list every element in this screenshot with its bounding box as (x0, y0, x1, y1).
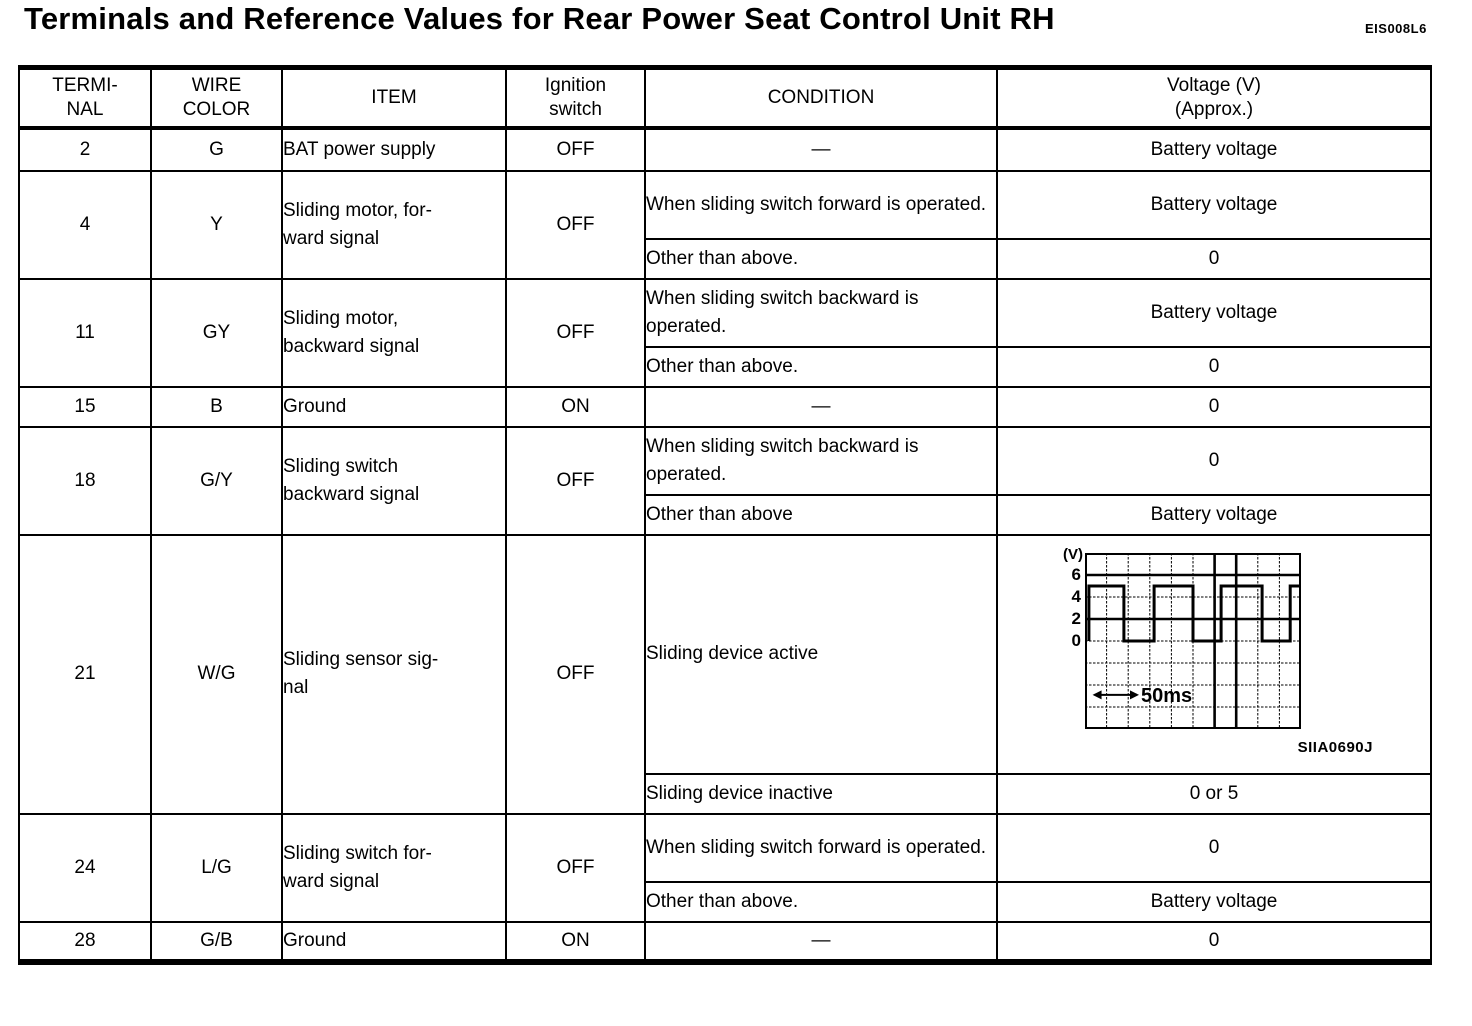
voltage-value: 0 or 5 (996, 772, 1432, 815)
item-label: Ground (281, 385, 507, 428)
header-row: TERMI- NAL WIRE COLOR ITEM Ignition swit… (18, 66, 1432, 130)
table-row: Other than above. Battery voltage (19, 880, 1432, 923)
voltage-value: 0 (996, 237, 1432, 280)
col-header-terminal: TERMI- NAL (18, 66, 152, 130)
wire-color: GY (150, 277, 283, 388)
col-header-voltage: Voltage (V) (Approx.) (996, 66, 1432, 130)
voltage-value: 0 (996, 385, 1432, 428)
table-row: Other than above Battery voltage (19, 493, 1432, 536)
waveform-y-tick: 2 (1071, 608, 1081, 628)
table-row: 2 G BAT power supply OFF — Battery volta… (18, 126, 1432, 172)
voltage-waveform-chart: 50ms (1085, 552, 1301, 729)
ignition-switch-state: OFF (505, 169, 646, 280)
waveform-unit-label: (V) (1063, 545, 1083, 563)
condition-text: When sliding switch backward is operated… (644, 425, 998, 496)
col-header-condition: CONDITION (644, 66, 998, 130)
condition-text: Other than above. (644, 880, 998, 923)
terminal-number: 15 (18, 385, 152, 428)
voltage-value: 0 (996, 345, 1432, 388)
voltage-value: 0 (996, 920, 1432, 963)
terminal-number: 2 (18, 126, 152, 172)
table-row: 11 GY Sliding motor, backward signal OFF… (18, 277, 1432, 388)
waveform-y-tick: 6 (1071, 564, 1081, 584)
ignition-switch-state: ON (505, 920, 646, 963)
condition-text: — (644, 126, 998, 172)
waveform-time-scale-label: 50ms (1141, 684, 1192, 706)
wire-color: G/Y (150, 425, 283, 536)
table-row: 4 Y Sliding motor, for- ward signal OFF … (18, 169, 1432, 280)
terminal-number: 21 (18, 533, 152, 815)
wire-color: B (150, 385, 283, 428)
condition-text: Other than above. (644, 345, 998, 388)
voltage-value: Battery voltage (996, 169, 1432, 240)
voltage-value: Battery voltage (996, 277, 1432, 348)
item-label: Sliding motor, backward signal (281, 277, 507, 388)
wire-color: G/B (150, 920, 283, 963)
table-row: 24 L/G Sliding switch for- ward signal O… (18, 812, 1432, 923)
ignition-switch-state: OFF (505, 812, 646, 923)
terminal-number: 24 (18, 812, 152, 923)
voltage-value: 0 (996, 812, 1432, 883)
ignition-switch-state: OFF (505, 126, 646, 172)
wire-color: Y (150, 169, 283, 280)
wire-color: W/G (150, 533, 283, 815)
item-label: BAT power supply (281, 126, 507, 172)
waveform-y-tick: 0 (1071, 630, 1081, 650)
condition-text: When sliding switch backward is operated… (644, 277, 998, 348)
condition-text: — (644, 920, 998, 963)
item-label: Ground (281, 920, 507, 963)
wire-color: G (150, 126, 283, 172)
item-label: Sliding switch backward signal (281, 425, 507, 536)
page-title: Terminals and Reference Values for Rear … (24, 1, 1055, 36)
table-row: 28 G/B Ground ON — 0 (18, 920, 1432, 963)
waveform-y-tick: 4 (1071, 586, 1081, 606)
voltage-value: Battery voltage (996, 880, 1432, 923)
item-label: Sliding motor, for- ward signal (281, 169, 507, 280)
condition-text: Other than above. (644, 237, 998, 280)
condition-text: When sliding switch forward is operated. (644, 812, 998, 883)
item-label: Sliding switch for- ward signal (281, 812, 507, 923)
col-header-item: ITEM (281, 66, 507, 130)
waveform-figure-code: SIIA0690J (1297, 738, 1373, 756)
ignition-switch-state: OFF (505, 533, 646, 815)
voltage-value: Battery voltage (996, 126, 1432, 172)
voltage-value: 0 (996, 425, 1432, 496)
terminal-reference-table: TERMI- NAL WIRE COLOR ITEM Ignition swit… (18, 65, 1432, 965)
terminal-number: 28 (18, 920, 152, 963)
voltage-value: Battery voltage (996, 493, 1432, 536)
condition-text: When sliding switch forward is operated. (644, 169, 998, 240)
wire-color: L/G (150, 812, 283, 923)
terminal-number: 11 (18, 277, 152, 388)
terminal-number: 4 (18, 169, 152, 280)
condition-text: — (644, 385, 998, 428)
table-row: 21 W/G Sliding sensor sig- nal OFF Slidi… (18, 533, 1432, 815)
table-row: 15 B Ground ON — 0 (18, 385, 1432, 428)
ignition-switch-state: ON (505, 385, 646, 428)
document-code: EIS008L6 (1365, 21, 1427, 36)
condition-text: Other than above (644, 493, 998, 536)
condition-text: Sliding device active (644, 533, 998, 775)
condition-text: Sliding device inactive (644, 772, 998, 815)
col-header-wire-color: WIRE COLOR (150, 66, 283, 130)
col-header-ignition: Ignition switch (505, 66, 646, 130)
item-label: Sliding sensor sig- nal (281, 533, 507, 815)
ignition-switch-state: OFF (505, 277, 646, 388)
terminal-number: 18 (18, 425, 152, 536)
table-row: 18 G/Y Sliding switch backward signal OF… (18, 425, 1432, 536)
table-row: Other than above. 0 (19, 237, 1432, 280)
table-row: Sliding device inactive 0 or 5 (19, 772, 1432, 815)
ignition-switch-state: OFF (505, 425, 646, 536)
table-row: Other than above. 0 (19, 345, 1432, 388)
